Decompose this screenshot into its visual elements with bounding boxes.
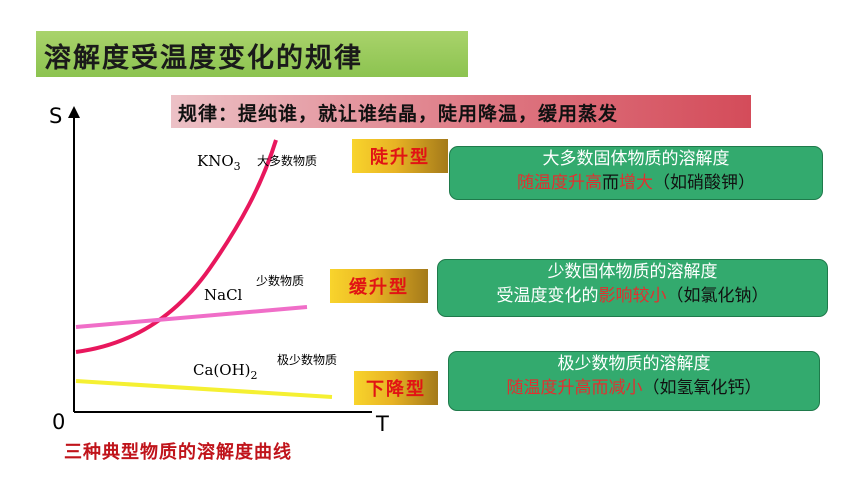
- caoh2-info-box: 极少数物质的溶解度 随温度升高而减小（如氢氧化钙）: [448, 351, 820, 411]
- kno3-info-line1: 大多数固体物质的溶解度: [542, 149, 730, 169]
- x-axis-label: T: [376, 412, 389, 436]
- rule-text: 规律：提纯谁，就让谁结晶，陡用降温，缓用蒸发: [178, 103, 619, 125]
- caoh2-curve: [75, 379, 333, 399]
- caoh2-formula: Ca(OH)2: [193, 361, 258, 382]
- nacl-info-part: 受温度变化的: [496, 286, 599, 306]
- rule-banner: [171, 95, 751, 128]
- kno3-info-part: 随温度升高: [517, 173, 602, 193]
- kno3-curve: [75, 139, 278, 354]
- nacl-formula: NaCl: [204, 286, 243, 304]
- steep-rise-tag: 陡升型: [352, 139, 448, 173]
- caoh2-amount-label: 极少数物质: [277, 353, 338, 367]
- nacl-info-part: （如氯化钠）: [666, 286, 769, 306]
- kno3-info-box: 大多数固体物质的溶解度 随温度升高而增大（如硝酸钾）: [449, 146, 823, 200]
- caoh2-info-line1: 极少数物质的溶解度: [557, 354, 711, 374]
- page-title: 溶解度受温度变化的规律: [44, 43, 363, 74]
- caoh2-info-part: 随温度升高而减小: [506, 378, 643, 398]
- kno3-amount-label: 大多数物质: [257, 154, 318, 168]
- nacl-info-box: 少数固体物质的溶解度 受温度变化的影响较小（如氯化钠）: [437, 259, 828, 317]
- caoh2-info-part: （如氢氧化钙）: [642, 378, 762, 398]
- title-banner: [36, 31, 468, 77]
- slow-rise-tag: 缓升型: [330, 269, 428, 303]
- nacl-amount-label: 少数物质: [256, 274, 305, 288]
- figure-caption: 三种典型物质的溶解度曲线: [64, 442, 292, 463]
- kno3-formula: KNO3: [197, 152, 241, 173]
- nacl-curve: [75, 305, 308, 329]
- kno3-info-part: （如硝酸钾）: [653, 173, 755, 193]
- kno3-info-part: 而: [602, 173, 619, 193]
- y-axis-label: S: [49, 104, 63, 128]
- origin-label: 0: [52, 410, 66, 434]
- nacl-info-part: 影响较小: [598, 286, 667, 306]
- kno3-info-part: 增大: [619, 173, 653, 193]
- nacl-info-line1: 少数固体物质的溶解度: [547, 262, 718, 282]
- decline-tag: 下降型: [354, 371, 438, 405]
